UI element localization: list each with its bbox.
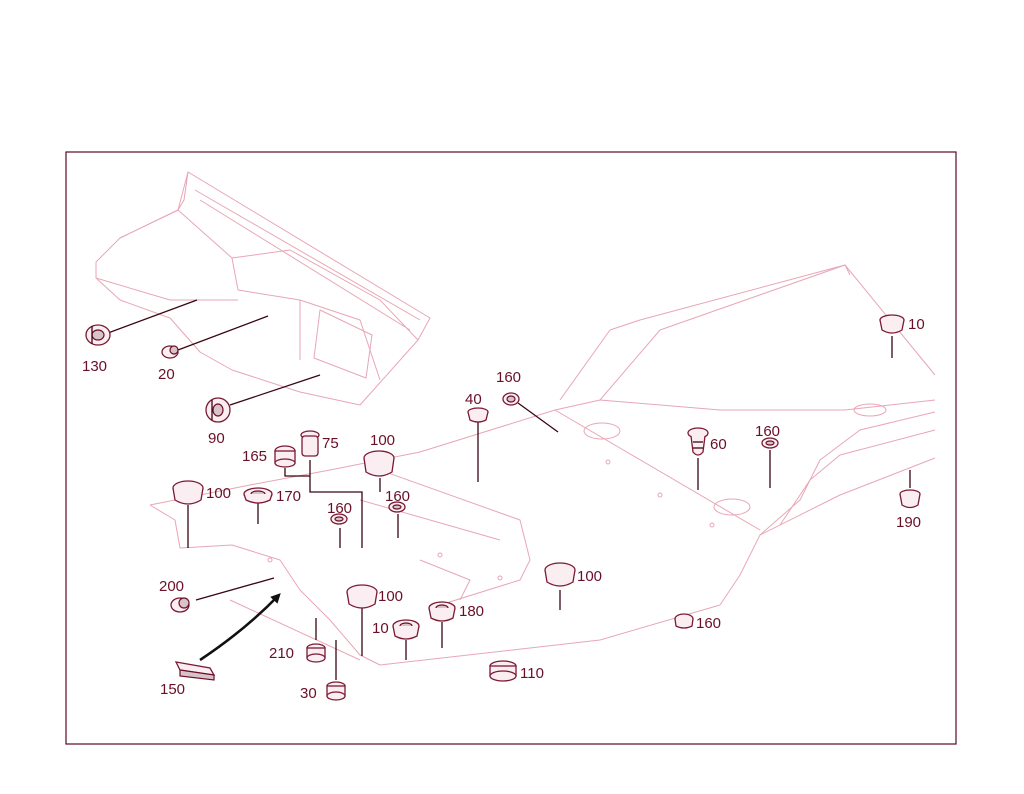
- plug-100-a[interactable]: [363, 450, 395, 477]
- label-150: 150: [160, 681, 185, 698]
- label-10-top: 10: [908, 316, 925, 333]
- plug-10-top[interactable]: [879, 314, 905, 334]
- callout-labels: 130 20 90 10 160 40 165 75 100 100 170 1…: [82, 316, 925, 702]
- pad-150[interactable]: [174, 661, 216, 681]
- label-170: 170: [276, 488, 301, 505]
- label-75: 75: [322, 435, 339, 452]
- plug-160-b[interactable]: [330, 513, 348, 525]
- floor-pan-outline: [95, 171, 936, 666]
- label-100-a: 100: [370, 432, 395, 449]
- plug-160-c[interactable]: [388, 501, 406, 513]
- leader-lines: [107, 299, 911, 680]
- label-190: 190: [896, 514, 921, 531]
- label-160-d: 160: [755, 423, 780, 440]
- label-110: 110: [520, 665, 544, 682]
- plug-20[interactable]: [161, 345, 179, 359]
- plug-100-c[interactable]: [544, 562, 576, 587]
- plug-100-b[interactable]: [172, 480, 204, 505]
- plug-180[interactable]: [428, 601, 456, 622]
- plug-75[interactable]: [300, 430, 320, 457]
- label-180: 180: [459, 603, 484, 620]
- plug-160-e[interactable]: [674, 613, 694, 629]
- install-arrow: [199, 593, 281, 662]
- label-100-d: 100: [378, 588, 403, 605]
- label-165: 165: [242, 448, 267, 465]
- plug-165[interactable]: [274, 445, 296, 468]
- label-160-c: 160: [385, 488, 410, 505]
- label-20: 20: [158, 366, 175, 383]
- plug-170[interactable]: [243, 487, 273, 504]
- label-160-e: 160: [696, 615, 721, 632]
- plug-160-d[interactable]: [761, 437, 779, 449]
- label-210: 210: [269, 645, 294, 662]
- plug-160-a[interactable]: [502, 392, 520, 406]
- label-160-b: 160: [327, 500, 352, 517]
- label-90: 90: [208, 430, 225, 447]
- grommet-90[interactable]: [205, 397, 231, 423]
- clip-60[interactable]: [687, 427, 709, 456]
- plug-190[interactable]: [899, 489, 921, 509]
- label-100-b: 100: [206, 485, 231, 502]
- plug-30[interactable]: [326, 681, 346, 701]
- label-130: 130: [82, 358, 107, 375]
- diagram-frame: [65, 151, 957, 745]
- label-40: 40: [465, 391, 482, 408]
- label-30: 30: [300, 685, 317, 702]
- grommet-130[interactable]: [85, 324, 111, 346]
- label-60: 60: [710, 436, 727, 453]
- plug-200[interactable]: [170, 597, 190, 613]
- plug-110[interactable]: [489, 660, 517, 682]
- label-200: 200: [159, 578, 184, 595]
- label-10-bottom: 10: [372, 620, 389, 637]
- plug-210[interactable]: [306, 643, 326, 663]
- plug-40[interactable]: [467, 407, 489, 423]
- label-160-a: 160: [496, 369, 521, 386]
- label-100-c: 100: [577, 568, 602, 585]
- plug-100-d[interactable]: [346, 584, 378, 609]
- plug-10-bottom[interactable]: [392, 619, 420, 640]
